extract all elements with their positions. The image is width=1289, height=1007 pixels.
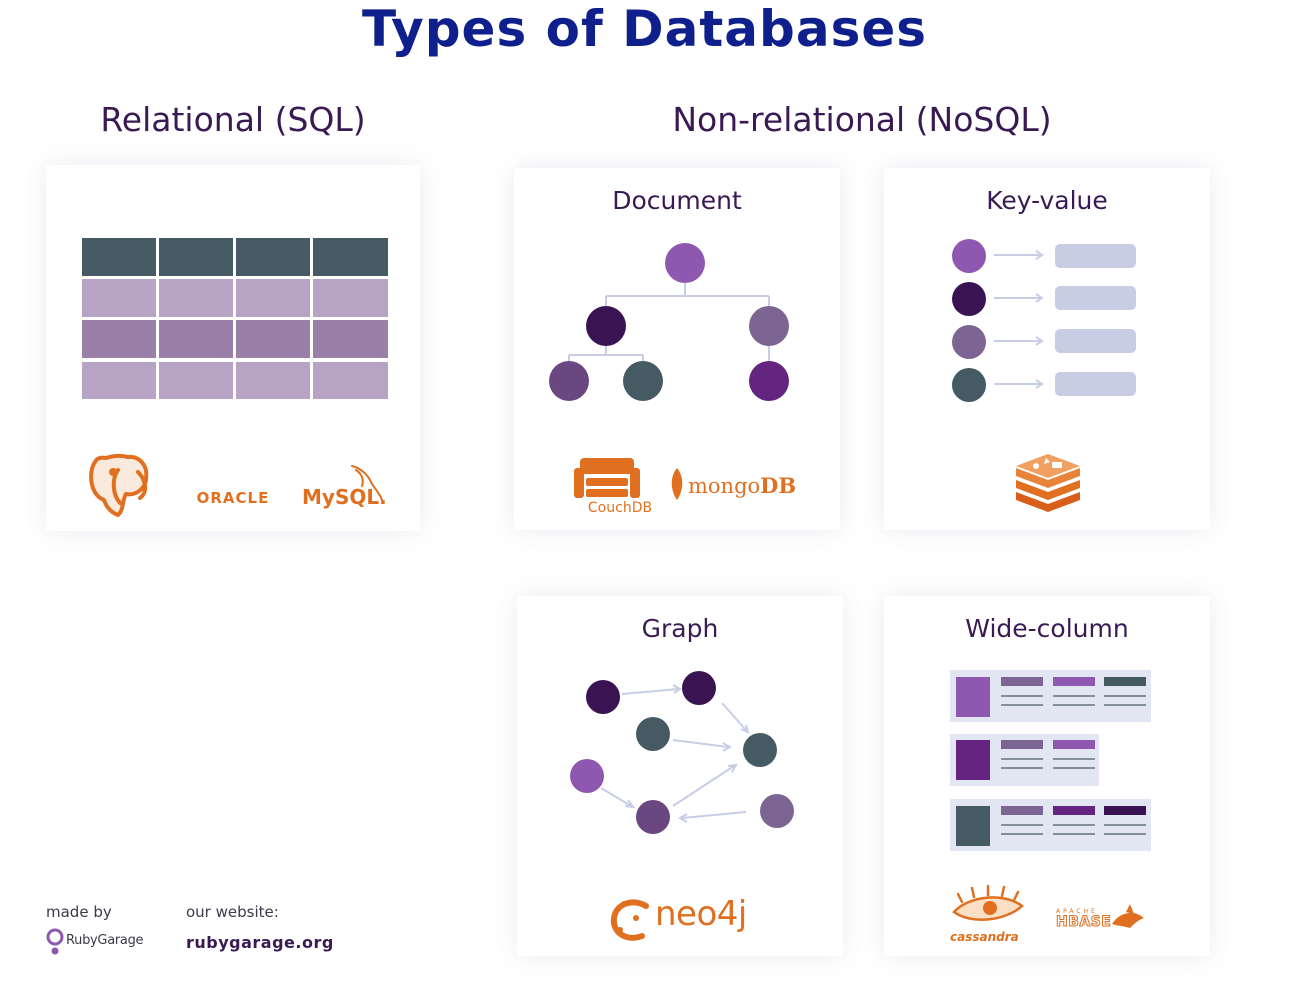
mongodb-logo: mongoDB <box>688 473 796 498</box>
cassandra-logo: cassandra <box>950 930 1019 944</box>
relational-table-diagram <box>82 238 388 399</box>
graph-title: Graph <box>641 614 719 643</box>
mongodb-leaf-icon <box>671 468 683 500</box>
hbase-apache-label: APACHE <box>1056 908 1098 915</box>
cassandra-eye-icon <box>952 884 1024 921</box>
hbase-logo: HBASE <box>1055 914 1112 931</box>
postgresql-logo <box>89 453 149 517</box>
neo4j-icon <box>610 899 649 941</box>
document-card: Document <box>514 168 840 530</box>
mongodb-logo-suffix: DB <box>760 473 797 498</box>
graph-card: Graph neo4j <box>517 596 843 956</box>
page-title: Types of Databases <box>362 0 927 58</box>
nonrelational-heading: Non-relational (NoSQL) <box>672 100 1052 139</box>
oracle-logo: ORACLE <box>196 489 270 507</box>
rubygarage-brand: RubyGarage <box>66 933 144 948</box>
hbase-orca-icon <box>1112 904 1144 928</box>
made-by-label: made by <box>46 903 112 921</box>
relational-card: ORACLE MySQL. <box>46 165 420 531</box>
graph-diagram <box>570 671 794 834</box>
redis-logo <box>1016 454 1080 512</box>
widecolumn-diagram <box>950 670 1151 851</box>
widecolumn-title: Wide-column <box>965 614 1129 643</box>
website-label: our website: <box>186 903 279 921</box>
couchdb-logo: CouchDB <box>587 500 653 516</box>
document-tree-diagram <box>549 243 789 401</box>
keyvalue-diagram <box>952 239 1136 402</box>
keyvalue-title: Key-value <box>986 186 1108 215</box>
mysql-dolphin-icon <box>351 465 383 501</box>
mysql-logo: MySQL. <box>302 485 387 509</box>
neo4j-logo: neo4j <box>655 894 747 934</box>
keyvalue-card: Key-value <box>884 168 1210 530</box>
mongodb-logo-prefix: mongo <box>688 474 761 498</box>
document-title: Document <box>612 186 742 215</box>
widecolumn-card: Wide-column <box>884 596 1210 956</box>
website-link[interactable]: rubygarage.org <box>186 933 334 952</box>
couchdb-icon <box>574 458 640 498</box>
relational-heading: Relational (SQL) <box>100 100 366 139</box>
